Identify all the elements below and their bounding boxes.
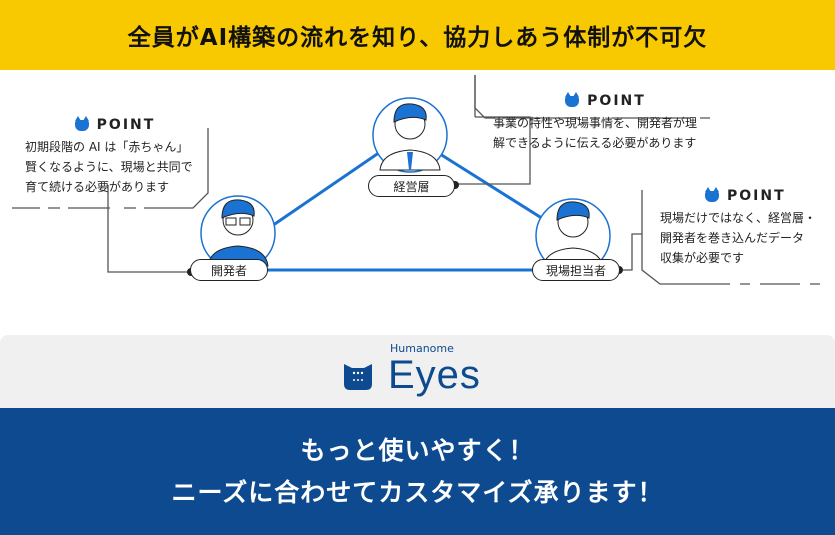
point-callout-field: POINT 現場だけではなく、経営層・ 開発者を巻き込んだデータ 収集が必要です [660, 186, 830, 268]
point-text: 開発者を巻き込んだデータ [660, 231, 805, 245]
point-text: 現場だけではなく、経営層・ [660, 211, 817, 225]
line-dev-mgmt [265, 148, 384, 232]
cat-icon [565, 91, 580, 107]
callout-lines [12, 75, 820, 285]
role-label: 開発者 [210, 263, 247, 278]
brand-subtitle: Humanome [390, 342, 454, 355]
point-text: 事業の特性や現場事情を、開発者が理 [493, 116, 698, 130]
cat-icon [705, 186, 719, 202]
point-text: 初期段階の AI は「赤ちゃん」 [25, 140, 189, 154]
role-management: 経営層 [368, 175, 455, 197]
person-developer-icon [200, 195, 276, 271]
point-text: 収集が必要です [660, 251, 745, 265]
callout-connector-dev [107, 185, 190, 273]
point-text: 解できるように伝える必要があります [493, 136, 697, 150]
role-field: 現場担当者 [532, 259, 620, 281]
point-callout-management: POINT 事業の特性や現場事情を、開発者が理 解できるように伝える必要がありま… [493, 91, 718, 153]
page-title: 全員がAI構築の流れを知り、協力しあう体制が不可欠 [127, 25, 708, 51]
footer-line: もっと使いやすく！ [300, 436, 535, 465]
brand-name: Eyes [388, 353, 481, 397]
line-mgmt-field [439, 152, 549, 224]
footer-line: ニーズに合わせてカスタマイズ承ります！ [171, 478, 664, 507]
connection-lines [262, 148, 549, 272]
point-heading: POINT [587, 93, 646, 109]
role-label: 経営層 [393, 179, 430, 194]
owl-logo-icon [344, 364, 372, 390]
point-text: 賢くなるように、現場と共同で [25, 160, 193, 174]
point-text: 育て続ける必要があります [25, 180, 170, 194]
collaboration-diagram [12, 75, 820, 285]
cat-icon [74, 115, 89, 131]
footer-banner: もっと使いやすく！ ニーズに合わせてカスタマイズ承ります！ [0, 408, 835, 535]
header-banner: 全員がAI構築の流れを知り、協力しあう体制が不可欠 [0, 0, 835, 70]
role-label: 現場担当者 [545, 263, 606, 278]
person-management-icon [372, 97, 448, 173]
point-heading: POINT [96, 117, 156, 133]
role-developer: 開発者 [190, 259, 268, 281]
brand-band [0, 335, 835, 408]
point-heading: POINT [727, 188, 786, 204]
point-callout-developer: POINT 初期段階の AI は「赤ちゃん」 賢くなるように、現場と共同で 育て… [25, 115, 205, 197]
